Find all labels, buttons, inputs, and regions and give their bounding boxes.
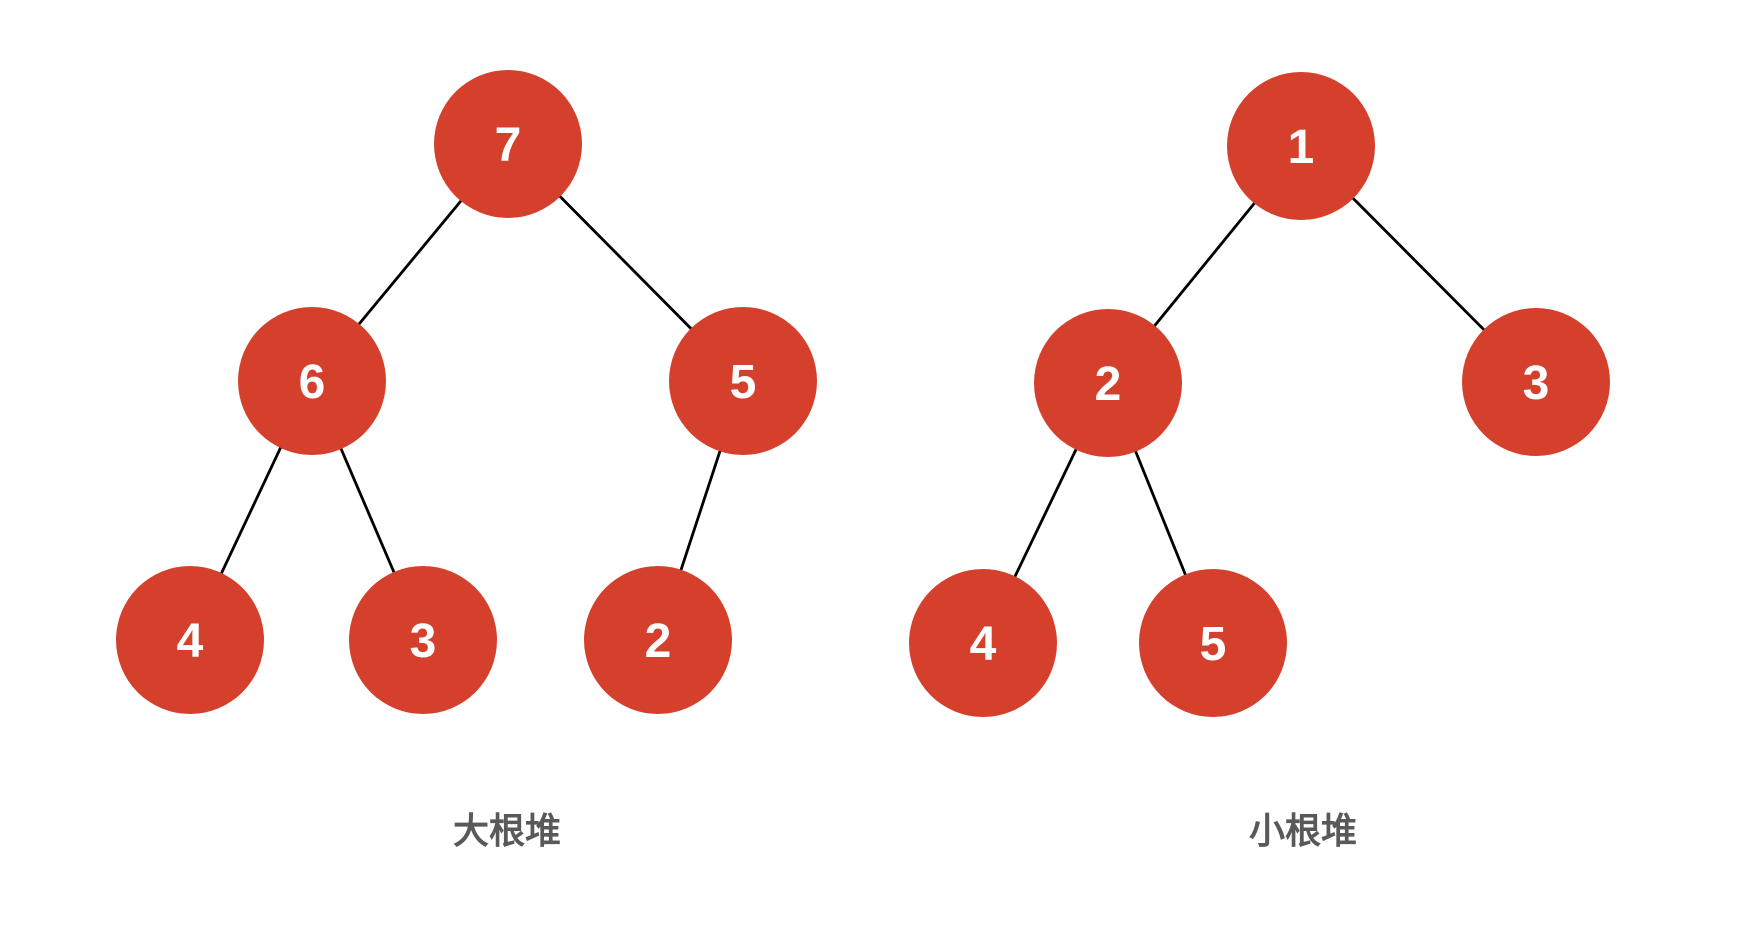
node-value-max-heap-6: 6 [299,356,326,409]
node-value-max-heap-4: 4 [177,615,204,668]
node-min-heap-2 [1034,309,1182,457]
node-max-heap-6 [238,307,386,455]
tree-label-max-heap: 大根堆 [453,810,561,851]
node-value-min-heap-3: 3 [1523,357,1550,410]
node-min-heap-5 [1139,569,1287,717]
node-value-max-heap-2: 2 [645,615,672,668]
node-max-heap-5 [669,307,817,455]
tree-min-heap: 1 2 3 4 5 小根堆 [909,72,1610,851]
node-min-heap-3 [1462,308,1610,456]
node-max-heap-4 [116,566,264,714]
tree-label-min-heap: 小根堆 [1249,810,1357,851]
node-max-heap-7 [434,70,582,218]
node-value-min-heap-1: 1 [1288,121,1315,174]
node-max-heap-2 [584,566,732,714]
node-value-min-heap-2: 2 [1095,358,1122,411]
node-value-min-heap-4: 4 [970,618,997,671]
tree-max-heap: 7 6 5 4 3 2 大根堆 [116,70,817,851]
node-min-heap-1 [1227,72,1375,220]
node-min-heap-4 [909,569,1057,717]
node-value-max-heap-7: 7 [495,119,522,172]
node-value-min-heap-5: 5 [1200,618,1227,671]
node-value-max-heap-5: 5 [730,356,757,409]
node-value-max-heap-3: 3 [410,615,437,668]
node-max-heap-3 [349,566,497,714]
